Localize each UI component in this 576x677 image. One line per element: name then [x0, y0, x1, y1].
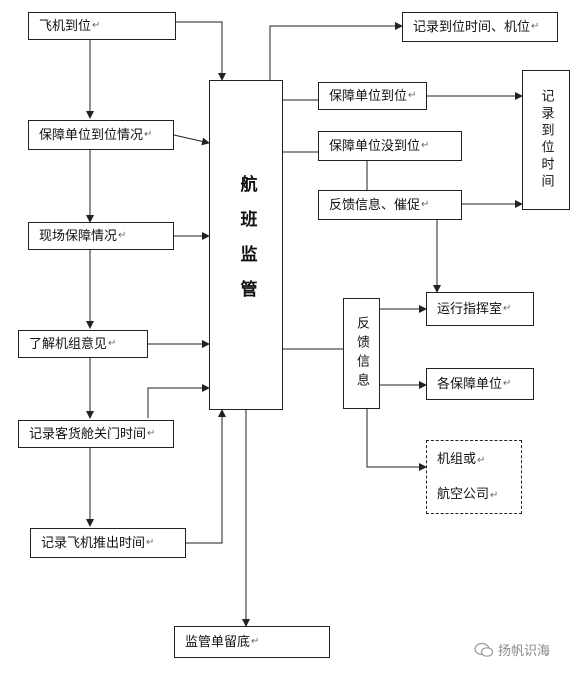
crew-opinion-box: 了解机组意见↵ — [18, 330, 148, 358]
feedback-urge-box: 反馈信息、催促↵ — [318, 190, 462, 220]
aircraft-arrival-label: 飞机到位 — [39, 18, 92, 34]
return-mark: ↵ — [490, 490, 499, 501]
return-mark: ↵ — [408, 90, 417, 101]
unit-arrived-label: 保障单位到位 — [329, 88, 408, 104]
watermark: 扬帆识海 — [474, 640, 550, 659]
aircraft-arrival-box: 飞机到位↵ — [28, 12, 176, 40]
crew-airline-box: 机组或↵ 航空公司↵ — [426, 440, 522, 514]
return-mark: ↵ — [421, 140, 430, 151]
crew-or-label: 机组或 — [437, 452, 477, 467]
feedback-info-label: 反馈信息 — [354, 315, 369, 392]
record-arrival-time-label: 记录到位时间、机位 — [413, 19, 531, 35]
return-mark: ↵ — [251, 636, 260, 647]
airline-label: 航空公司 — [437, 487, 490, 502]
supervision-record-label: 监管单留底 — [185, 634, 251, 650]
crew-opinion-label: 了解机组意见 — [29, 336, 108, 352]
onsite-support-label: 现场保障情况 — [39, 228, 118, 244]
unit-status-label: 保障单位到位情况 — [39, 127, 144, 143]
return-mark: ↵ — [147, 428, 156, 439]
crew-or-line: 机组或↵ — [437, 453, 485, 466]
side-record-time-box: 记录到位时间 — [522, 70, 570, 210]
support-units-box: 各保障单位↵ — [426, 368, 534, 400]
pushback-time-box: 记录飞机推出时间↵ — [30, 528, 186, 558]
supervision-record-box: 监管单留底↵ — [174, 626, 330, 658]
return-mark: ↵ — [503, 303, 512, 314]
return-mark: ↵ — [477, 455, 486, 466]
side-record-time-label: 记录到位时间 — [538, 89, 554, 191]
return-mark: ↵ — [118, 230, 127, 241]
door-close-time-box: 记录客货舱关门时间↵ — [18, 420, 174, 448]
return-mark: ↵ — [531, 21, 540, 32]
ops-room-box: 运行指挥室↵ — [426, 292, 534, 326]
door-close-time-label: 记录客货舱关门时间 — [29, 426, 147, 442]
return-mark: ↵ — [503, 378, 512, 389]
flight-supervision-title: 航班监管 — [236, 175, 257, 315]
ops-room-label: 运行指挥室 — [437, 301, 503, 317]
return-mark: ↵ — [108, 338, 117, 349]
chat-bubble-icon — [474, 642, 494, 657]
return-mark: ↵ — [146, 537, 155, 548]
return-mark: ↵ — [144, 129, 153, 140]
record-arrival-time-box: 记录到位时间、机位↵ — [402, 12, 558, 42]
flight-supervision-box: 航班监管 — [209, 80, 283, 410]
onsite-support-box: 现场保障情况↵ — [28, 222, 174, 250]
airline-line: 航空公司↵ — [437, 488, 498, 501]
support-units-label: 各保障单位 — [437, 376, 503, 392]
pushback-time-label: 记录飞机推出时间 — [41, 535, 146, 551]
unit-arrived-box: 保障单位到位↵ — [318, 82, 427, 110]
return-mark: ↵ — [92, 20, 101, 31]
return-mark: ↵ — [421, 199, 430, 210]
unit-not-arrived-label: 保障单位没到位 — [329, 138, 421, 154]
feedback-info-box: 反馈信息 — [343, 298, 380, 409]
unit-status-box: 保障单位到位情况↵ — [28, 120, 174, 150]
watermark-text: 扬帆识海 — [498, 644, 551, 659]
unit-not-arrived-box: 保障单位没到位↵ — [318, 131, 462, 161]
feedback-urge-label: 反馈信息、催促 — [329, 197, 421, 213]
